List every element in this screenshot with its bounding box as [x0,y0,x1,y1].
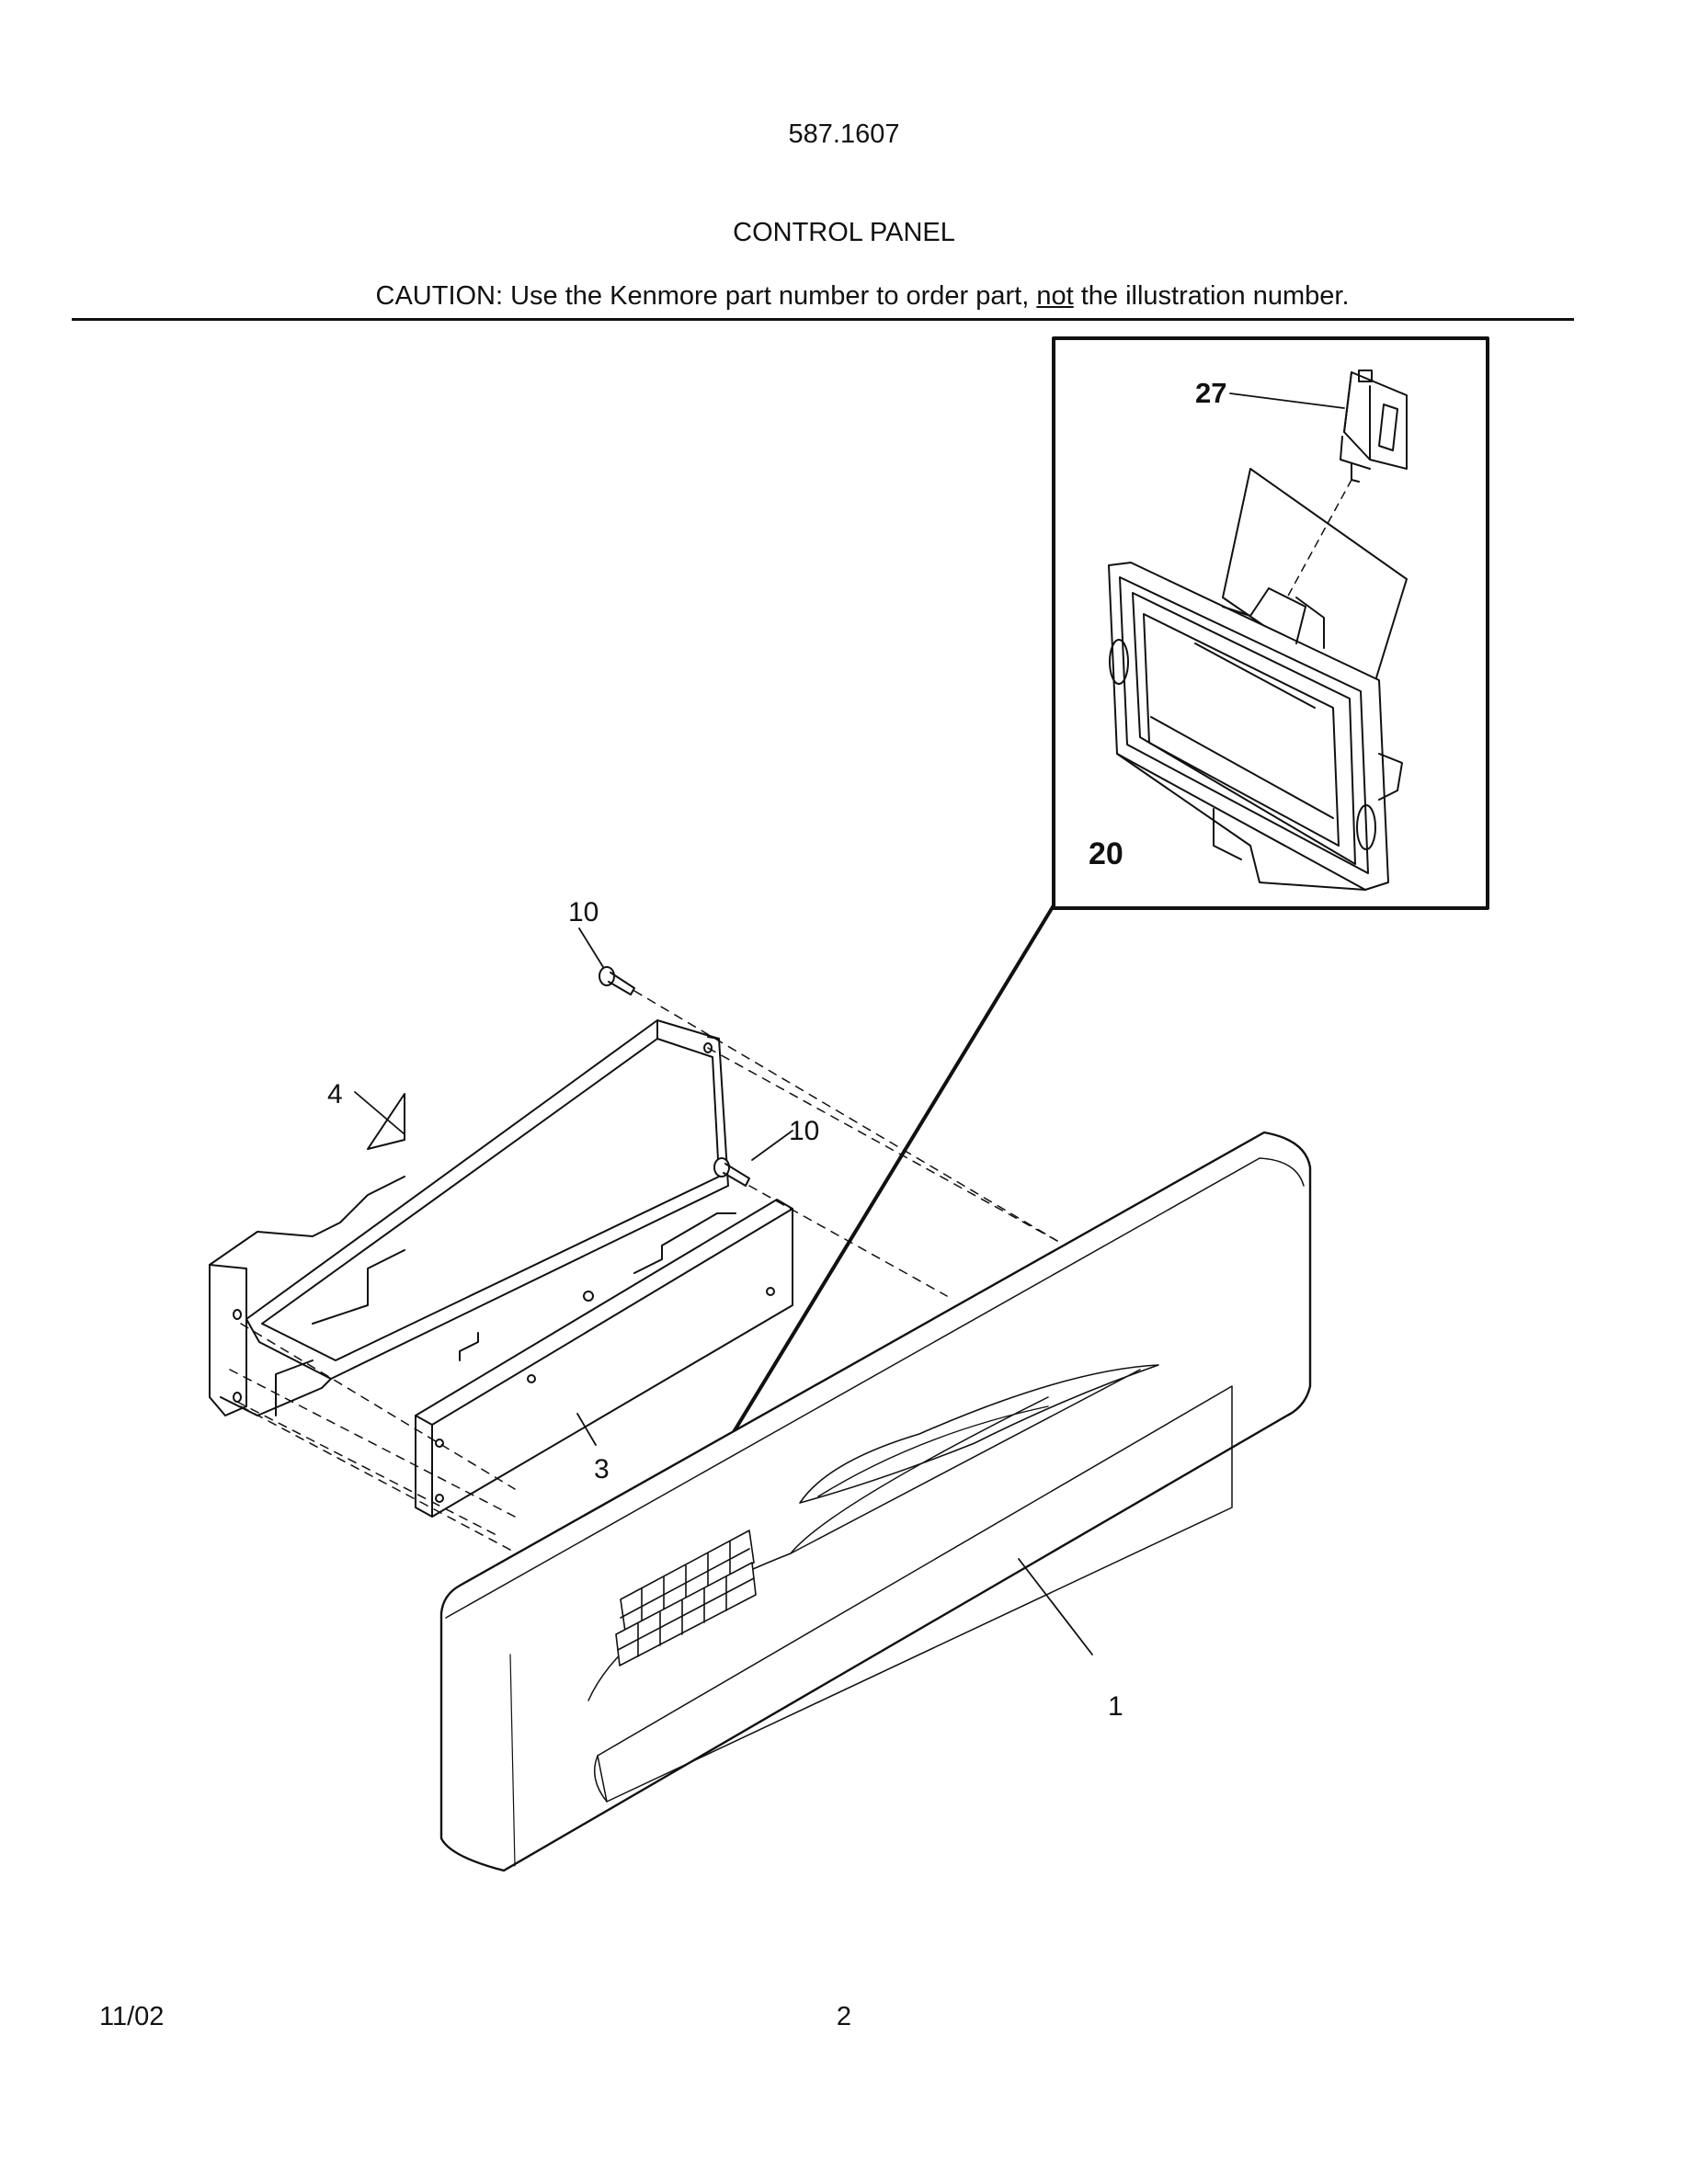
callout-4: 4 [327,1079,343,1109]
screw-lower-drawing [713,1157,750,1187]
keypad-buttons [615,1530,757,1666]
inset-frame [1052,336,1489,910]
caution-emphasis: not [1036,281,1074,311]
callout-1: 1 [1108,1691,1123,1722]
callout-20: 20 [1089,836,1123,871]
leader-3 [576,1413,597,1446]
footer-date: 11/02 [99,2002,165,2031]
callout-3: 3 [594,1454,610,1484]
control-housing-drawing [209,1019,729,1416]
header-rule [72,318,1574,321]
leader-10-lower [751,1130,793,1161]
screw-upper-drawing [599,966,635,995]
caution-suffix: the illustration number. [1073,281,1350,311]
footer-page-number: 2 [836,2002,852,2031]
leader-4 [354,1091,405,1135]
inset-leader [675,904,1055,1528]
callout-27: 27 [1195,377,1226,409]
control-panel-drawing [439,1131,1312,1872]
caution-note: CAUTION: Use the Kenmore part number to … [0,281,1688,312]
leader-27 [1229,392,1345,409]
dispenser-switch-drawing [1340,370,1408,483]
alignment-lines [229,990,1058,1573]
leader-10-upper [578,927,604,968]
model-number: 587.1607 [788,119,900,149]
switch-dash-line [1286,479,1352,598]
callout-10-lower: 10 [789,1116,819,1146]
section-title: CONTROL PANEL [733,218,955,247]
control-board-drawing [415,1199,793,1518]
caution-prefix: CAUTION: Use the Kenmore part number to … [375,281,1037,311]
callout-10-upper: 10 [568,897,599,927]
dispenser-assembly-drawing [1108,468,1408,891]
leader-1 [1018,1558,1093,1655]
